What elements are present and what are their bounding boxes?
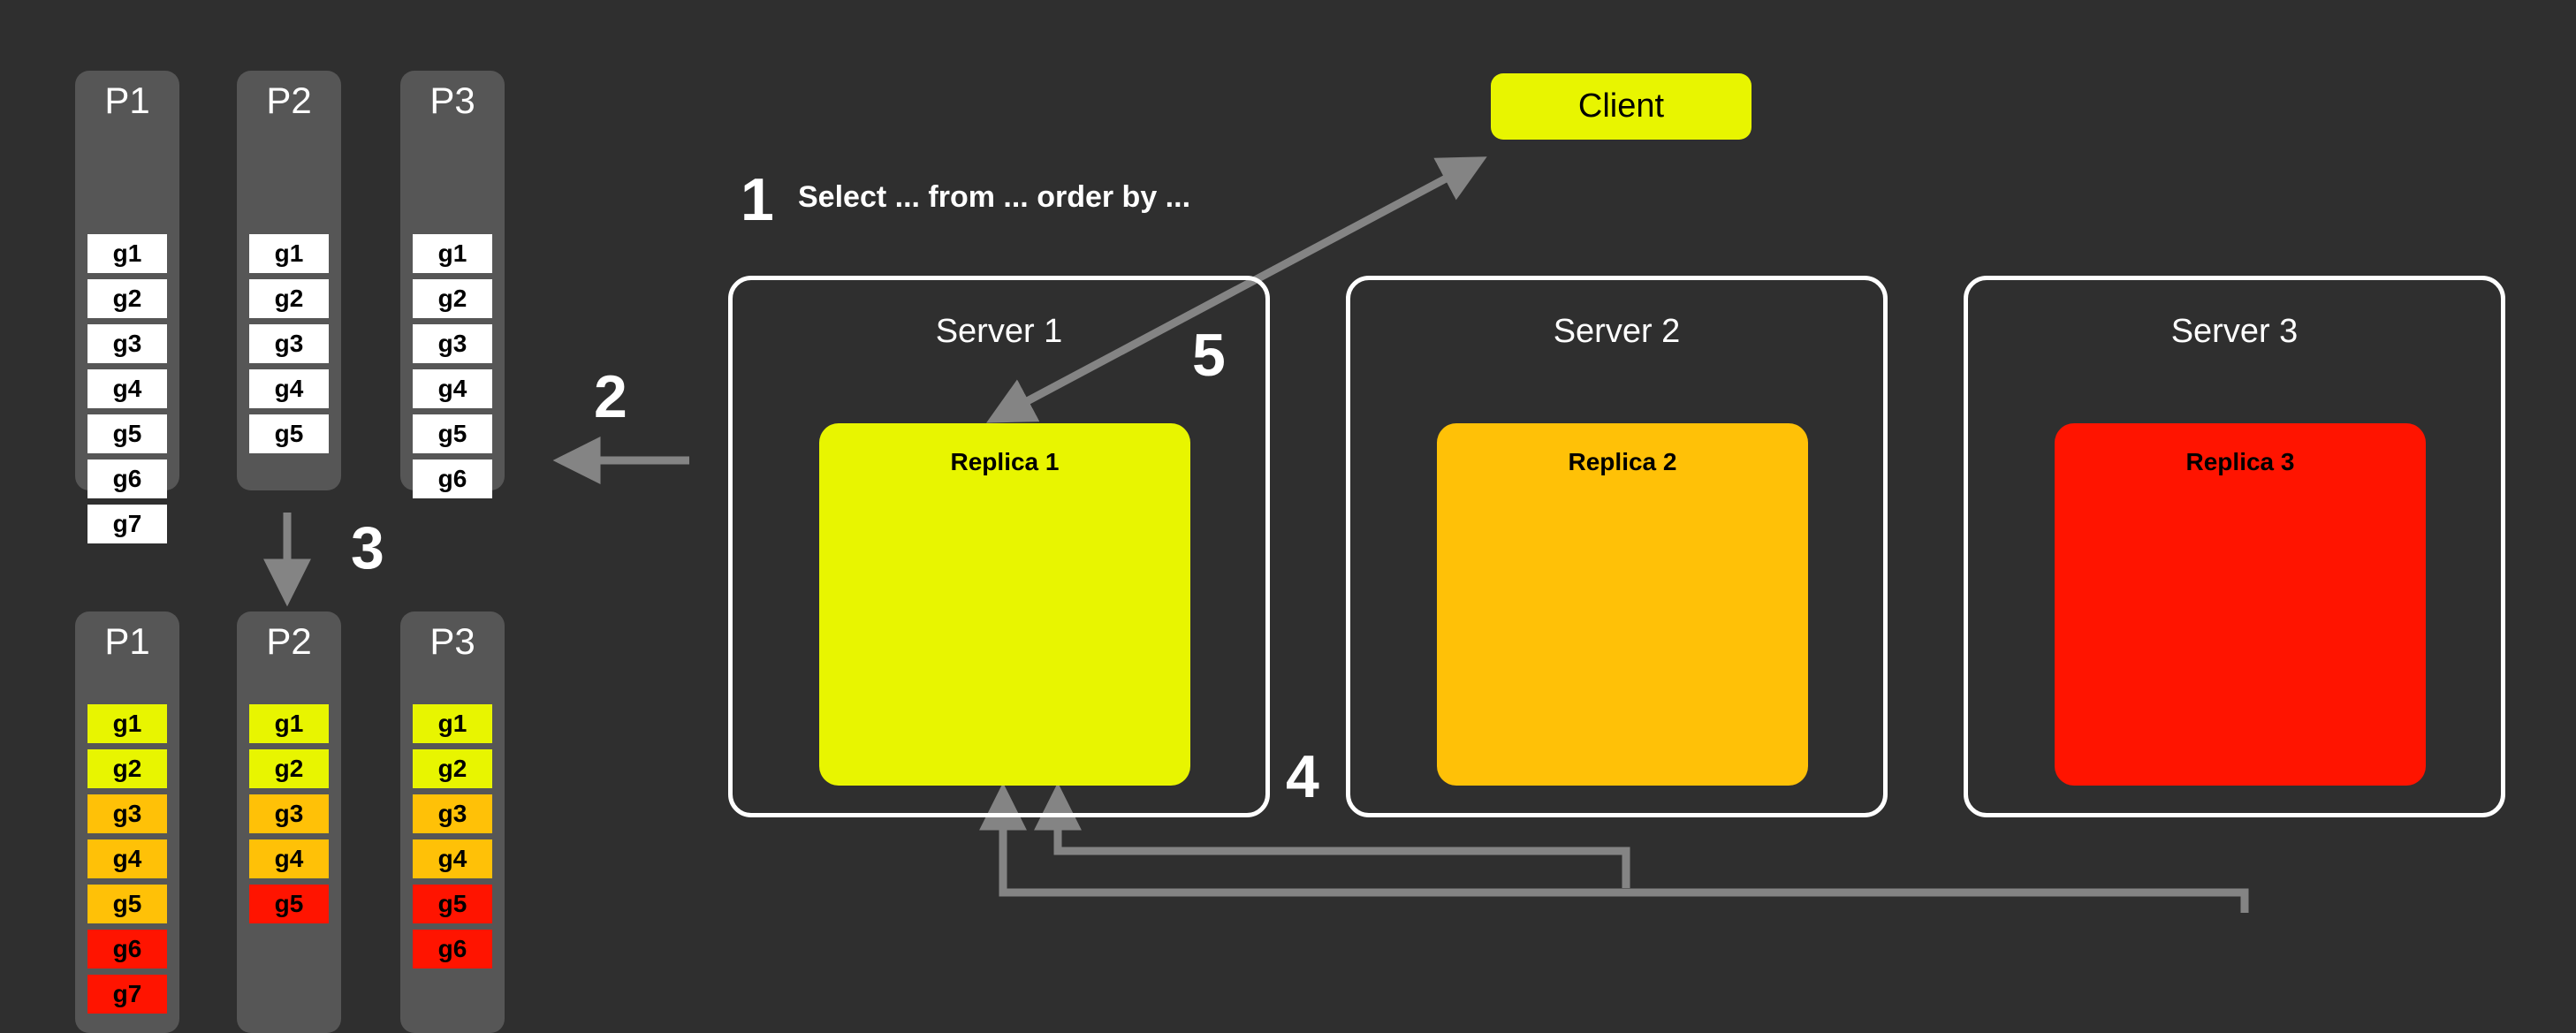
partition-top-p1: P1 g1 g2 g3 g4 g5 g6 g7 (75, 71, 179, 543)
partition-cell: g2 (87, 279, 167, 318)
partition-title: P2 (266, 620, 312, 662)
partition-cell: g2 (249, 279, 329, 318)
partition-cell: g1 (249, 234, 329, 273)
partition-cell: g5 (87, 885, 167, 923)
partition-cell: g5 (249, 414, 329, 453)
partition-cell: g1 (87, 704, 167, 743)
partition-cell: g1 (413, 234, 492, 273)
replica-label: Replica 1 (950, 448, 1060, 475)
partition-cell: g3 (87, 794, 167, 833)
partition-cell: g4 (249, 369, 329, 408)
server-box-2[interactable]: Server 2 Replica 2 (1346, 276, 1888, 817)
replica-box-3[interactable]: Replica 3 (2055, 423, 2426, 786)
partition-cell: g7 (87, 505, 167, 543)
partition-cell: g4 (413, 839, 492, 878)
replica-box-2[interactable]: Replica 2 (1437, 423, 1808, 786)
replica-box-1[interactable]: Replica 1 (819, 423, 1190, 786)
partition-title: P2 (266, 80, 312, 121)
partition-title: P3 (429, 620, 475, 662)
partition-cell: g7 (87, 975, 167, 1014)
partition-cell: g4 (87, 839, 167, 878)
server-title: Server 1 (935, 313, 1063, 350)
step-number-2: 2 (594, 363, 627, 430)
client-box[interactable]: Client (1491, 73, 1752, 140)
partition-cell: g6 (87, 460, 167, 498)
partition-cell: g3 (249, 794, 329, 833)
partition-cell: g1 (413, 704, 492, 743)
query-label: Select ... from ... order by ... (798, 180, 1191, 214)
server-title: Server 2 (1553, 313, 1681, 350)
replica-label: Replica 2 (1568, 448, 1677, 475)
partition-title: P3 (429, 80, 475, 121)
server-box-3[interactable]: Server 3 Replica 3 (1964, 276, 2505, 817)
step-number-4: 4 (1286, 743, 1319, 810)
partition-cell: g1 (249, 704, 329, 743)
partition-bottom-p1: P1 g1 g2 g3 g4 g5 g6 g7 (75, 611, 179, 1033)
partition-cell: g4 (249, 839, 329, 878)
partition-title: P1 (104, 620, 150, 662)
step-number-1: 1 (741, 166, 774, 233)
partition-cell: g2 (87, 749, 167, 788)
step-number-3: 3 (351, 514, 384, 581)
partition-cell: g2 (413, 749, 492, 788)
partition-cell: g3 (413, 324, 492, 363)
partition-bottom-p3: P3 g1 g2 g3 g4 g5 g6 (400, 611, 505, 1033)
partition-cell: g5 (87, 414, 167, 453)
partition-cell: g4 (413, 369, 492, 408)
client-label: Client (1577, 87, 1665, 125)
partition-cell: g6 (413, 930, 492, 968)
partition-cell: g5 (413, 414, 492, 453)
partition-title: P1 (104, 80, 150, 121)
partition-bottom-p2: P2 g1 g2 g3 g4 g5 (237, 611, 341, 1033)
step-number-5: 5 (1192, 322, 1226, 389)
partition-cell: g2 (413, 279, 492, 318)
partition-cell: g5 (249, 885, 329, 923)
partition-cell: g1 (87, 234, 167, 273)
partition-cell: g6 (87, 930, 167, 968)
partition-cell: g3 (87, 324, 167, 363)
partition-cell: g4 (87, 369, 167, 408)
partition-cell: g6 (413, 460, 492, 498)
replica-label: Replica 3 (2185, 448, 2295, 475)
partition-cell: g2 (249, 749, 329, 788)
partition-cell: g3 (413, 794, 492, 833)
partition-cell: g5 (413, 885, 492, 923)
partition-cell: g3 (249, 324, 329, 363)
server-box-1[interactable]: Server 1 Replica 1 (728, 276, 1270, 817)
server-title: Server 3 (2170, 313, 2299, 350)
partition-top-p3: P3 g1 g2 g3 g4 g5 g6 (400, 71, 505, 498)
partition-top-p2: P2 g1 g2 g3 g4 g5 (237, 71, 341, 490)
